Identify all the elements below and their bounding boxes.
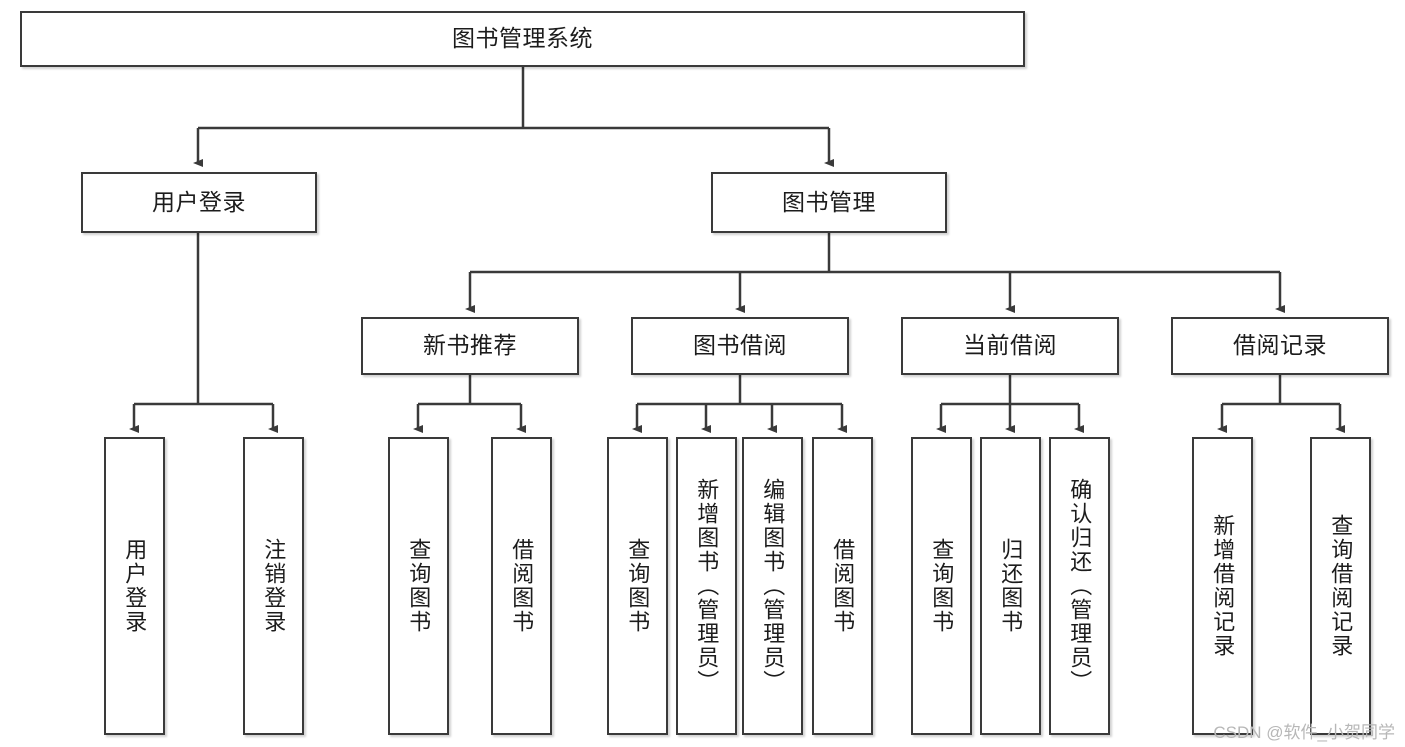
leaf-current-return-book-label: 归还图书 xyxy=(998,538,1024,634)
leaf-borrow-edit-book-admin[interactable]: 编辑图书（管理员） xyxy=(742,437,803,735)
leaf-current-confirm-return-admin-label: 确认归还（管理员） xyxy=(1067,478,1093,694)
node-new-book-recommend-label: 新书推荐 xyxy=(423,332,517,359)
leaf-record-add-record-label: 新增借阅记录 xyxy=(1210,514,1236,658)
leaf-current-confirm-return-admin[interactable]: 确认归还（管理员） xyxy=(1049,437,1110,735)
node-root-label: 图书管理系统 xyxy=(452,25,593,52)
node-root[interactable]: 图书管理系统 xyxy=(20,11,1025,67)
leaf-current-query-book-label: 查询图书 xyxy=(929,538,955,634)
leaf-user-login[interactable]: 用户登录 xyxy=(104,437,165,735)
leaf-borrow-add-book-admin-label: 新增图书（管理员） xyxy=(694,478,720,694)
leaf-borrow-edit-book-admin-label: 编辑图书（管理员） xyxy=(760,478,786,694)
watermark-text: CSDN @软件_小贺同学 xyxy=(1213,723,1395,742)
node-borrow-record[interactable]: 借阅记录 xyxy=(1171,317,1389,375)
leaf-record-query-record[interactable]: 查询借阅记录 xyxy=(1310,437,1371,735)
leaf-newbook-query-book[interactable]: 查询图书 xyxy=(388,437,449,735)
node-user-login-label: 用户登录 xyxy=(152,188,246,215)
leaf-newbook-borrow-book[interactable]: 借阅图书 xyxy=(491,437,552,735)
leaf-newbook-borrow-book-label: 借阅图书 xyxy=(509,538,535,634)
leaf-borrow-borrow-book[interactable]: 借阅图书 xyxy=(812,437,873,735)
leaf-borrow-borrow-book-label: 借阅图书 xyxy=(830,538,856,634)
node-current-borrow-label: 当前借阅 xyxy=(963,332,1057,359)
leaf-record-add-record[interactable]: 新增借阅记录 xyxy=(1192,437,1253,735)
leaf-logout-login[interactable]: 注销登录 xyxy=(243,437,304,735)
node-book-management[interactable]: 图书管理 xyxy=(711,172,947,233)
node-new-book-recommend[interactable]: 新书推荐 xyxy=(361,317,579,375)
node-book-management-label: 图书管理 xyxy=(782,188,876,215)
node-user-login[interactable]: 用户登录 xyxy=(81,172,317,233)
leaf-borrow-add-book-admin[interactable]: 新增图书（管理员） xyxy=(676,437,737,735)
leaf-borrow-query-book-label: 查询图书 xyxy=(625,538,651,634)
leaf-record-query-record-label: 查询借阅记录 xyxy=(1328,514,1354,658)
leaf-user-login-label: 用户登录 xyxy=(122,538,148,634)
leaf-logout-login-label: 注销登录 xyxy=(261,538,287,634)
node-book-borrow[interactable]: 图书借阅 xyxy=(631,317,849,375)
node-current-borrow[interactable]: 当前借阅 xyxy=(901,317,1119,375)
leaf-newbook-query-book-label: 查询图书 xyxy=(406,538,432,634)
leaf-current-return-book[interactable]: 归还图书 xyxy=(980,437,1041,735)
node-book-borrow-label: 图书借阅 xyxy=(693,332,787,359)
leaf-borrow-query-book[interactable]: 查询图书 xyxy=(607,437,668,735)
leaf-current-query-book[interactable]: 查询图书 xyxy=(911,437,972,735)
node-borrow-record-label: 借阅记录 xyxy=(1233,332,1327,359)
